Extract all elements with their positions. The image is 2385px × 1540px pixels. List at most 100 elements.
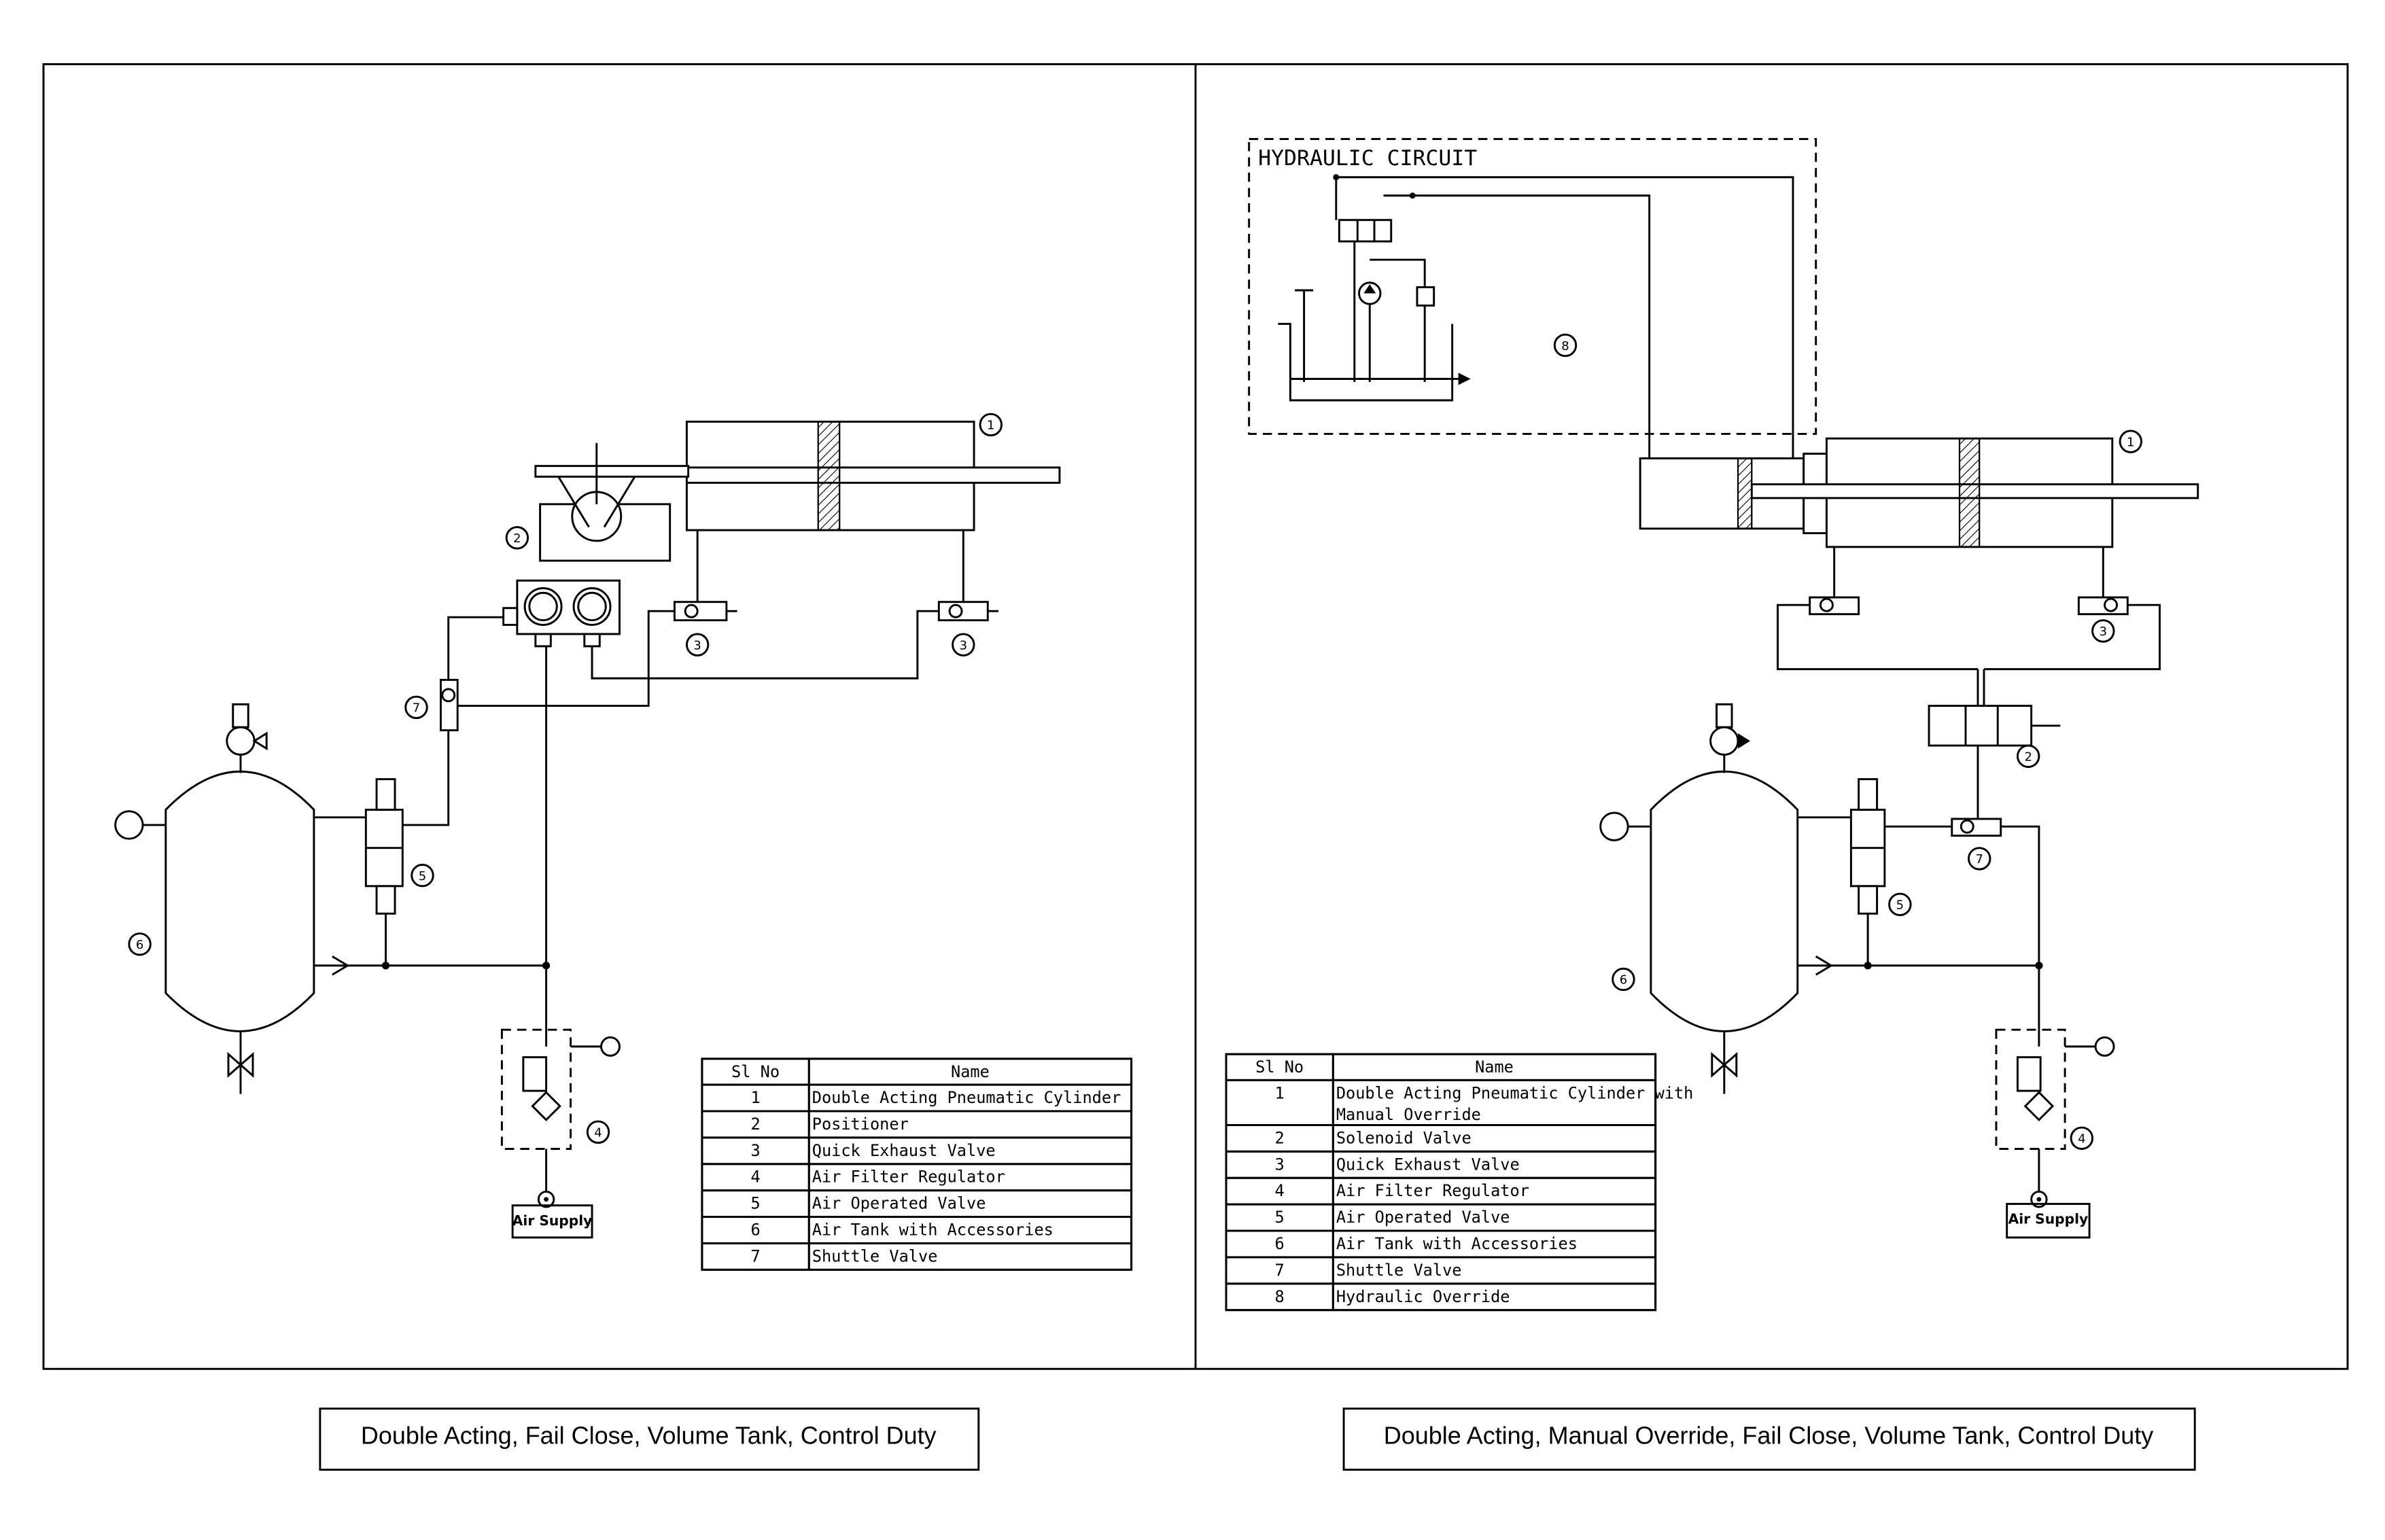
cell-name: Hydraulic Override — [1336, 1287, 1510, 1306]
balloon-3: 3 — [2100, 625, 2107, 639]
cell-name: Solenoid Valve — [1336, 1128, 1472, 1147]
air-operated-valve — [1849, 778, 1886, 915]
cell-sl-no: 3 — [1275, 1155, 1285, 1174]
table-row: 4 Air Filter Regulator — [701, 1163, 1133, 1192]
pneumatic-cylinder — [1750, 437, 2199, 548]
right-diagram: HYDRAULIC CIRCUIT — [1225, 138, 2199, 1312]
table-row: 7 Shuttle Valve — [701, 1242, 1133, 1271]
piping — [1777, 546, 2161, 1192]
balloon-4: 4 — [2078, 1132, 2085, 1147]
table-header: Sl No Name — [1225, 1053, 1657, 1081]
table-row: 3 Quick Exhaust Valve — [701, 1136, 1133, 1166]
cell-name: Air Filter Regulator — [1336, 1181, 1529, 1200]
table-row: 8 Hydraulic Override — [1225, 1282, 1657, 1312]
balloon-1: 1 — [987, 419, 994, 433]
cell-name: Double Acting Pneumatic Cylinder with — [1336, 1083, 1694, 1102]
cell-sl-no: 4 — [1275, 1181, 1285, 1200]
cell-name: Name — [951, 1062, 990, 1081]
balloon-6: 6 — [1620, 973, 1627, 987]
cell-name: Air Operated Valve — [812, 1194, 986, 1213]
air-supply-port: Air Supply — [2006, 1190, 2091, 1239]
balloons: 1 2 3 3 4 5 6 7 — [128, 413, 1003, 1144]
balloon-3: 3 — [693, 638, 701, 652]
quick-exhaust-valve — [1809, 596, 1860, 616]
cell-sl-no: 5 — [1275, 1208, 1285, 1227]
left-caption-box — [319, 1407, 980, 1471]
cell-name: Positioner — [812, 1115, 909, 1134]
shuttle-valve — [1951, 818, 2002, 837]
cell-sl-no: 6 — [1275, 1234, 1285, 1253]
air-tank — [114, 703, 350, 1094]
hydraulic-circuit: HYDRAULIC CIRCUIT — [1248, 138, 1817, 459]
cell-name: Air Tank with Accessories — [1336, 1234, 1578, 1253]
air-supply-label: Air Supply — [512, 1212, 593, 1229]
parts-table-left: Sl No Name 1 Double Acting Pneumatic Cylind… — [701, 1057, 1133, 1271]
positioner — [534, 442, 690, 562]
balloon-5: 5 — [1896, 898, 1904, 913]
table-row: 1 Double Acting Pneumatic Cylinder — [701, 1083, 1133, 1113]
cell-sl-no: 2 — [1275, 1128, 1285, 1147]
balloon-2: 2 — [513, 531, 521, 546]
cell-sl-no: 6 — [750, 1221, 760, 1240]
balloon-7: 7 — [1976, 852, 1983, 867]
balloon-5: 5 — [419, 869, 426, 883]
shuttle-valve — [440, 678, 459, 732]
cell-name: Name — [1475, 1057, 1514, 1077]
air-supply-port: Air Supply — [511, 1190, 593, 1239]
balloon-6: 6 — [136, 938, 143, 952]
cell-sl-no: 5 — [750, 1194, 760, 1213]
cell-name: Air Tank with Accessories — [812, 1221, 1054, 1240]
balloons: 1 2 3 4 5 6 7 8 — [1553, 333, 2142, 1150]
right-caption: Double Acting, Manual Override, Fail Clo… — [1384, 1421, 2153, 1449]
cell-name: Air Operated Valve — [1336, 1208, 1510, 1227]
balloon-8: 8 — [1561, 339, 1569, 353]
table-row: 7 Shuttle Valve — [1225, 1256, 1657, 1285]
left-caption: Double Acting, Fail Close, Volume Tank, … — [361, 1421, 937, 1449]
piping — [313, 530, 964, 1192]
table-row: 5 Air Operated Valve — [701, 1189, 1133, 1219]
air-supply-label: Air Supply — [2008, 1211, 2089, 1227]
hydraulic-circuit-title: HYDRAULIC CIRCUIT — [1258, 146, 1477, 171]
cell-name: Manual Override — [1336, 1105, 1481, 1124]
cell-sl-no: 4 — [750, 1168, 760, 1187]
quick-exhaust-valve — [673, 601, 737, 622]
right-caption-box — [1342, 1407, 2196, 1471]
balloon-2: 2 — [2024, 750, 2032, 765]
cell-name: Shuttle Valve — [1336, 1261, 1462, 1280]
table-row: 2 Solenoid Valve — [1225, 1124, 1657, 1153]
cell-sl-no: 7 — [1275, 1261, 1285, 1280]
solenoid-valve — [1928, 705, 2061, 747]
cell-sl-no: 1 — [750, 1088, 760, 1107]
table-row: 6 Air Tank with Accessories — [701, 1216, 1133, 1244]
gauge-block — [502, 579, 621, 648]
quick-exhaust-valve — [937, 601, 999, 622]
cell-name: Quick Exhaust Valve — [812, 1141, 996, 1160]
pneumatic-cylinder — [685, 420, 1061, 531]
air-filter-regulator — [500, 1028, 621, 1150]
table-row: 3 Quick Exhaust Valve — [1225, 1150, 1657, 1179]
air-operated-valve — [364, 778, 404, 915]
cell-sl-no: 3 — [750, 1141, 760, 1160]
table-row: 4 Air Filter Regulator — [1225, 1176, 1657, 1206]
cell-sl-no: Sl No — [731, 1062, 780, 1081]
cell-sl-no: 7 — [750, 1246, 760, 1265]
cell-sl-no: 8 — [1275, 1287, 1285, 1306]
balloon-4: 4 — [594, 1126, 602, 1140]
table-row: 5 Air Operated Valve — [1225, 1203, 1657, 1232]
cell-name: Double Acting Pneumatic Cylinder — [812, 1088, 1121, 1107]
balloon-3: 3 — [960, 638, 967, 652]
cell-sl-no: Sl No — [1255, 1057, 1304, 1077]
air-filter-regulator — [1995, 1028, 2115, 1150]
balloon-7: 7 — [413, 701, 420, 716]
cell-name: Air Filter Regulator — [812, 1168, 1005, 1187]
balloon-1: 1 — [2127, 435, 2134, 449]
quick-exhaust-valve — [2077, 596, 2129, 616]
table-row: 6 Air Tank with Accessories — [1225, 1229, 1657, 1259]
cell-name: Quick Exhaust Valve — [1336, 1155, 1520, 1174]
cell-name: Shuttle Valve — [812, 1246, 938, 1265]
